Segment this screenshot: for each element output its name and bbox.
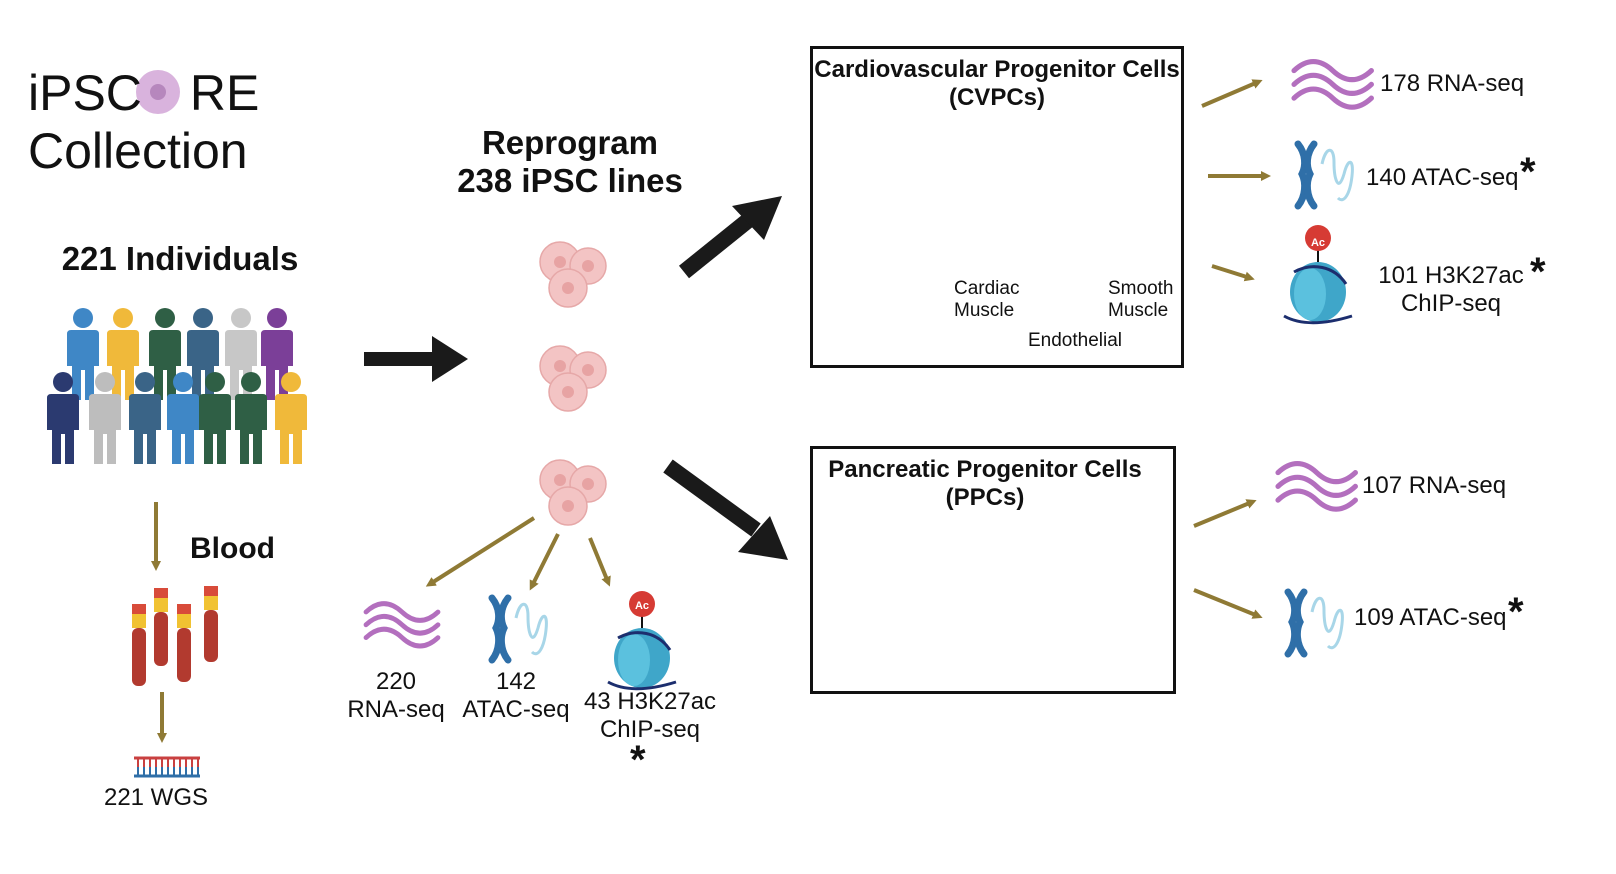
ipsc-chip-count: 43 H3K27ac — [583, 688, 717, 715]
title-part1: iPSC — [28, 65, 142, 121]
ipsc-cluster-icon — [539, 459, 607, 526]
blood-label: Blood — [190, 532, 275, 565]
ipsc-cluster-icon — [539, 241, 607, 308]
people-crowd-icon — [47, 308, 307, 464]
dna-ladder-icon — [134, 756, 200, 778]
ipsc-rna-count: 220 — [375, 668, 417, 695]
ipsc-chip-star: * — [630, 738, 646, 782]
collection-title: iPSC RE Collection — [28, 64, 259, 180]
ppc-chromosome-icon — [1288, 592, 1342, 654]
ipsc-atac-assay: ATAC-seq — [462, 696, 570, 723]
arrow-to-atac — [529, 533, 560, 591]
cvpc-chip-label: 101 H3K27ac ChIP-seq — [1376, 262, 1526, 318]
ipsc-atac-label: 142 ATAC-seq — [456, 668, 576, 724]
ac-label: Ac — [635, 600, 649, 612]
ipsc-chip-assay: ChIP-seq — [599, 716, 701, 743]
reprogram-line1: Reprogram — [481, 124, 659, 161]
ipsc-rna-assay: RNA-seq — [347, 696, 445, 723]
cvpc-chromosome-icon — [1298, 144, 1352, 206]
reprogram-title: Reprogram 238 iPSC lines — [420, 124, 720, 200]
cvpc-title-line2: (CVPCs) — [948, 84, 1045, 111]
cvpc-chip-l1: 101 H3K27ac — [1378, 262, 1524, 289]
arrow-cvpc-chip — [1211, 264, 1255, 282]
ipsc-rna-label: 220 RNA-seq — [336, 668, 456, 724]
cvpc-atac-label: 140 ATAC-seq — [1366, 164, 1519, 191]
wgs-label: 221 WGS — [103, 784, 209, 811]
rna-seq-icon — [366, 604, 438, 646]
arrow-to-chip — [588, 537, 611, 587]
cvpc-chip-l2: ChIP-seq — [1400, 290, 1502, 317]
arrow-ppc-rna — [1193, 499, 1257, 528]
ipsc-chip-label: 43 H3K27ac ChIP-seq — [570, 688, 730, 744]
ppc-title-line1: Pancreatic Progenitor Cells — [828, 456, 1142, 483]
cvpc-title-line1: Cardiovascular Progenitor Cells — [814, 56, 1180, 83]
cvpc-atac-star: * — [1520, 150, 1536, 194]
ppc-rna-label: 107 RNA-seq — [1362, 472, 1507, 499]
smooth-l2: Muscle — [1108, 300, 1169, 321]
ppc-atac-star: * — [1508, 590, 1524, 634]
cvpc-chip-star: * — [1530, 250, 1546, 294]
arrow-reprogram-icon — [364, 336, 468, 382]
cvpc-box — [810, 46, 1184, 368]
cardiac-l1: Cardiac — [954, 278, 1020, 299]
ppc-box — [810, 446, 1176, 694]
title-part2: RE — [189, 65, 260, 121]
ppc-atac-label: 109 ATAC-seq — [1354, 604, 1507, 631]
arrow-to-cvpc-icon — [678, 196, 782, 279]
cvpc-title: Cardiovascular Progenitor Cells (CVPCs) — [812, 56, 1182, 112]
individuals-label: 221 Individuals — [61, 240, 299, 277]
blood-tubes-icon — [132, 586, 218, 686]
ipsc-cell-logo-icon — [136, 70, 180, 114]
smooth-muscle-label: Smooth Muscle — [1108, 278, 1173, 322]
cardiac-l2: Muscle — [954, 300, 1015, 321]
cvpc-rna-label: 178 RNA-seq — [1380, 70, 1525, 97]
ipsc-atac-count: 142 — [495, 668, 537, 695]
arrow-to-ppc-icon — [663, 459, 788, 560]
chromosome-icon — [492, 598, 546, 660]
arrow-cvpc-rna — [1201, 79, 1263, 108]
ppc-rna-seq-icon — [1278, 464, 1355, 510]
ppc-title: Pancreatic Progenitor Cells (PPCs) — [812, 456, 1158, 512]
cvpc-rna-seq-icon — [1294, 62, 1371, 108]
ipsc-cluster-icon — [539, 345, 607, 412]
ppc-title-line2: (PPCs) — [945, 484, 1025, 511]
ac-label: Ac — [1311, 237, 1325, 249]
arrow-ppc-atac — [1193, 588, 1263, 619]
arrow-to-rna — [425, 516, 536, 587]
endothelial-label: Endothelial — [1028, 330, 1123, 351]
title-line2: Collection — [28, 123, 248, 179]
cardiac-muscle-label: Cardiac Muscle — [954, 278, 1019, 322]
smooth-l1: Smooth — [1108, 278, 1174, 299]
reprogram-line2: 238 iPSC lines — [457, 162, 683, 199]
